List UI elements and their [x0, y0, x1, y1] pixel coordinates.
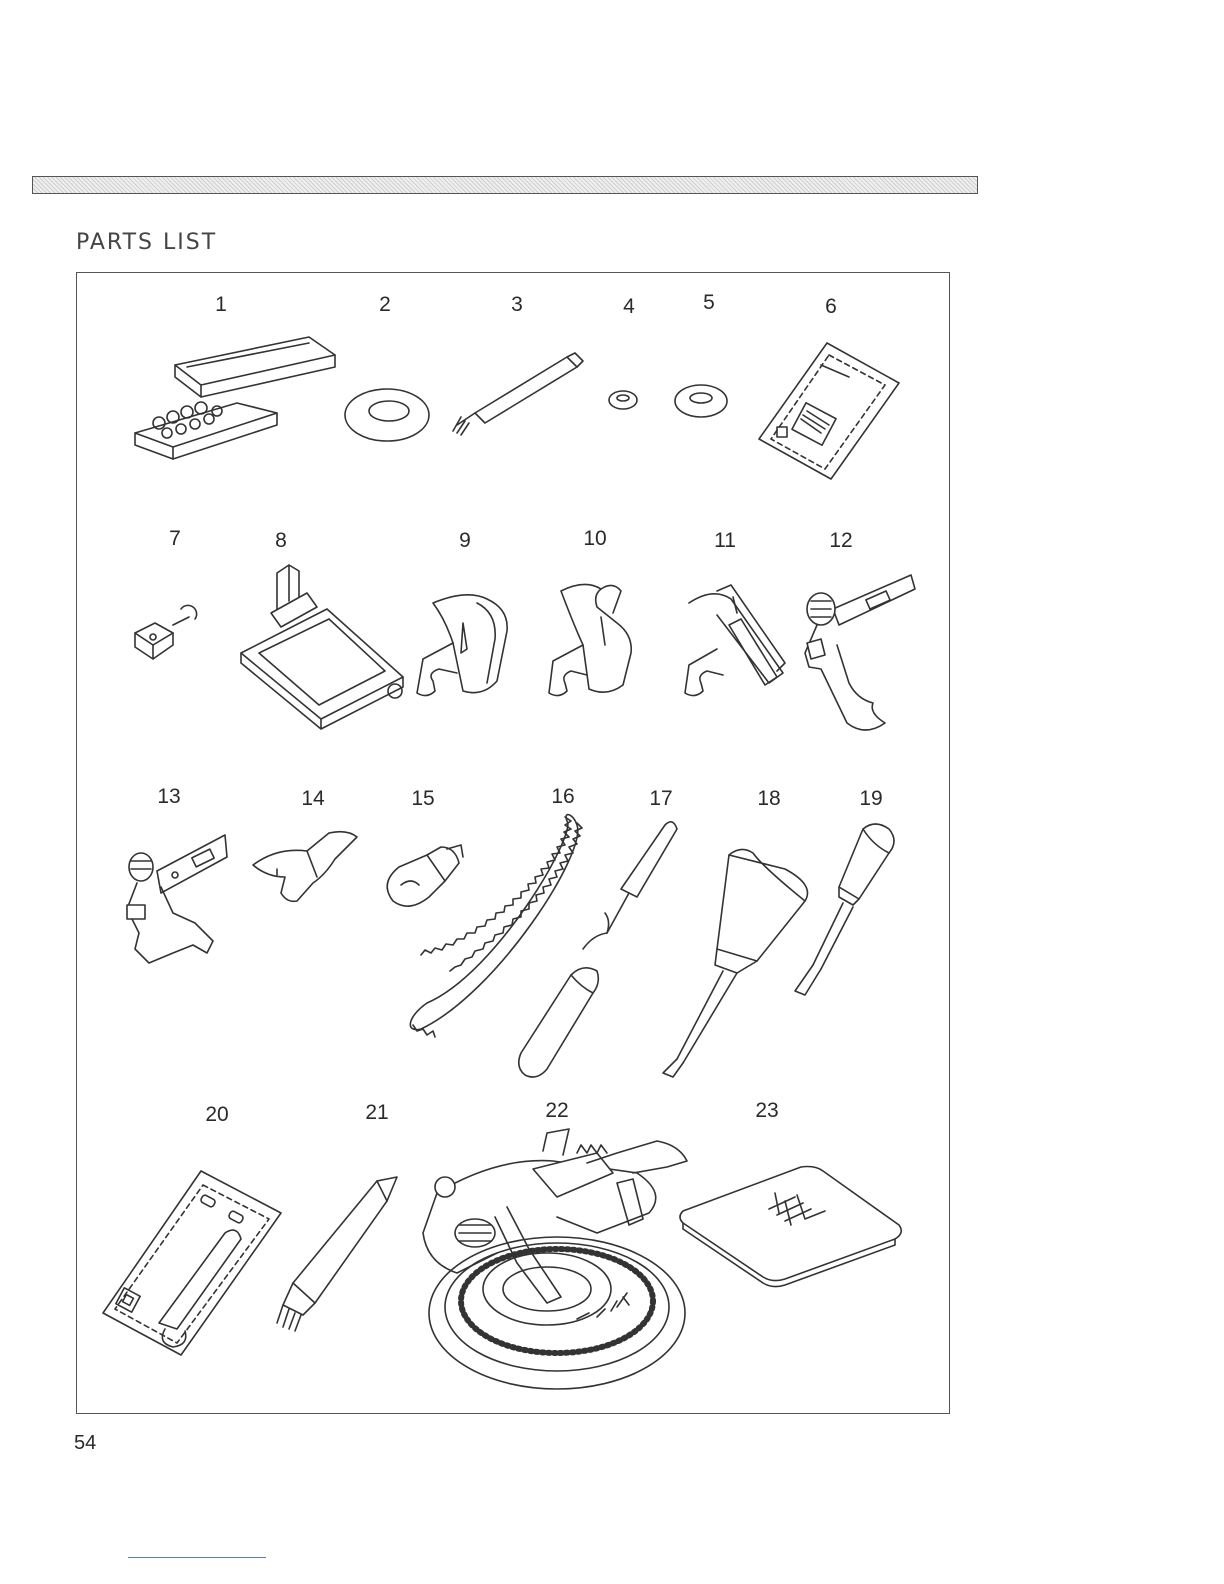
needle-pack-icon: [759, 343, 899, 479]
buttonhole-foot-icon: [241, 565, 403, 729]
small-screwdriver-icon: [795, 824, 894, 995]
header-rule-bar: [32, 176, 978, 194]
felt-washer-large-icon: [675, 385, 727, 417]
lint-brush-icon: [277, 1177, 397, 1331]
straight-stitch-plate-icon: [680, 1167, 901, 1287]
circular-sewing-attachment-icon: [423, 1129, 687, 1389]
presser-feet-box-icon: [135, 337, 335, 459]
walking-foot-icon: [805, 575, 915, 730]
cording-foot-icon: [549, 584, 631, 695]
twin-needle-pack-icon: [103, 1171, 281, 1355]
light-bulb-icon: [387, 845, 463, 906]
spool-cap-large-icon: [345, 389, 429, 441]
zipper-foot-icon: [685, 585, 785, 696]
seam-ripper-icon: [519, 822, 677, 1077]
page-title: PARTS LIST: [76, 230, 217, 255]
button-sewing-foot-icon: [127, 835, 227, 963]
footer-rule: [128, 1557, 266, 1558]
parts-frame: 1 2 3 4 5 6 7 8 9 10 11 12 13 14 15 16 1…: [76, 272, 950, 1414]
spool-pin-icon: [453, 353, 583, 435]
felt-washer-small-icon: [609, 391, 637, 409]
page-number: 54: [74, 1432, 96, 1455]
seam-guide-icon: [135, 605, 197, 659]
edge-guide-icon: [253, 832, 357, 902]
large-screwdriver-icon: [663, 849, 808, 1077]
hemmer-foot-icon: [417, 595, 507, 696]
